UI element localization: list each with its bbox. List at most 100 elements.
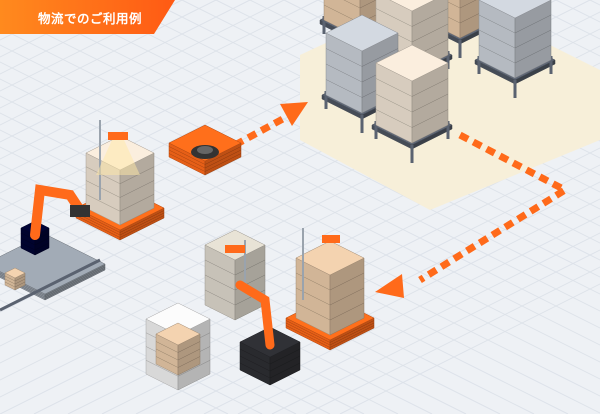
box-seam	[371, 125, 413, 147]
box-seam	[411, 93, 449, 113]
box-seam	[514, 29, 552, 49]
grid-line	[0, 0, 319, 160]
box-seam	[371, 126, 413, 148]
box-seam	[239, 355, 271, 372]
box-top-face	[4, 267, 26, 279]
box-seam	[361, 48, 399, 67]
grid-line	[169, 198, 600, 414]
box-seam	[204, 149, 242, 169]
box-seam	[474, 60, 516, 82]
box-seam	[155, 341, 179, 353]
robot-arm	[235, 280, 275, 350]
box-seam	[329, 302, 365, 321]
cart-stack	[204, 229, 266, 321]
grid-line	[339, 283, 600, 414]
grid-line	[0, 282, 263, 414]
box-seam	[478, 14, 516, 34]
box-seam	[411, 127, 453, 149]
box-seam	[321, 95, 363, 117]
box-seam	[204, 153, 242, 172]
grid-line	[0, 0, 217, 109]
cart-box	[155, 322, 201, 376]
box-seam	[119, 166, 155, 184]
box-seam	[329, 320, 375, 343]
grid-line	[0, 0, 387, 194]
box-seam	[329, 272, 365, 291]
pallet-stack	[375, 44, 449, 144]
box-seam	[514, 62, 556, 84]
box-seam	[325, 63, 363, 83]
grid-line	[0, 231, 365, 414]
box-seam	[329, 325, 375, 348]
box-seam	[20, 242, 36, 251]
box-seam	[371, 127, 413, 149]
box-seam	[269, 355, 301, 372]
box-seam	[514, 14, 552, 34]
grid-line	[203, 215, 600, 414]
box-seam	[321, 97, 363, 119]
grid-line	[113, 0, 600, 244]
grid-line	[45, 0, 600, 278]
box-seam	[85, 180, 121, 198]
box-seam	[14, 278, 26, 285]
box-seam	[514, 61, 556, 83]
box-seam	[168, 153, 206, 172]
box-seam	[204, 289, 236, 306]
robot-arm	[30, 184, 85, 240]
box-seam	[359, 0, 377, 9]
box-top-face	[325, 14, 399, 52]
box-seam	[168, 146, 206, 165]
box-seam	[295, 302, 331, 321]
box-seam	[119, 212, 165, 236]
box-seam	[85, 194, 121, 212]
box-seam	[14, 275, 26, 282]
box-seam	[85, 166, 121, 184]
box-seam	[478, 29, 516, 49]
box-top-face	[155, 322, 201, 346]
box-seam	[285, 325, 331, 348]
grid-line	[271, 249, 600, 414]
robot-gripper	[70, 205, 90, 217]
box-seam	[411, 125, 453, 147]
box-seam	[44, 266, 106, 298]
banner-title: 物流でのご利用例	[38, 11, 143, 26]
box-seam	[177, 360, 211, 377]
box-seam	[155, 348, 179, 361]
box-seam	[119, 194, 155, 212]
grid-line	[0, 0, 183, 92]
box-seam	[295, 287, 331, 306]
conveyor-rail	[0, 258, 101, 312]
box-seam	[44, 268, 106, 299]
pallet-stack	[478, 0, 552, 79]
box-seam	[4, 281, 16, 288]
box-seam	[34, 237, 50, 246]
box-seam	[44, 265, 106, 296]
box-seam	[14, 281, 26, 288]
camera	[322, 235, 340, 243]
grid-line	[0, 0, 421, 211]
arrow-head	[375, 274, 404, 298]
box-seam	[20, 237, 36, 246]
box-seam	[239, 362, 271, 379]
box-seam	[177, 348, 201, 361]
camera	[108, 132, 128, 140]
camera-beam	[96, 140, 140, 175]
box-seam	[375, 8, 413, 27]
grid-line	[0, 0, 149, 75]
grid-line	[0, 0, 353, 177]
box-seam	[4, 278, 16, 285]
box-seam	[177, 356, 201, 368]
box-seam	[411, 126, 453, 148]
box-seam	[168, 149, 206, 169]
box-seam	[375, 93, 413, 113]
box-seam	[411, 8, 449, 27]
box-seam	[478, 44, 516, 64]
conveyor-box	[4, 267, 26, 291]
box-top-face	[478, 0, 552, 19]
route-arrow	[418, 131, 573, 283]
